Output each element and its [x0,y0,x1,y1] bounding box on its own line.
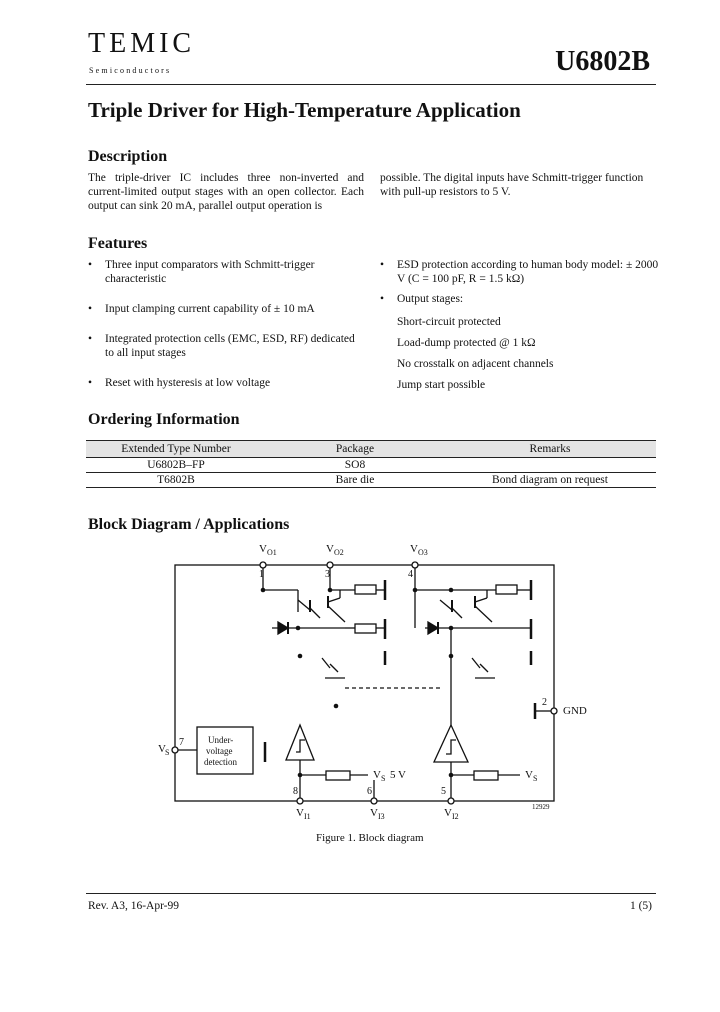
feature-item: •Output stages: [380,293,464,305]
svg-text:5: 5 [441,786,446,797]
features-heading: Features [88,235,148,252]
svg-text:Under-: Under- [208,735,233,745]
svg-text:V: V [296,807,304,819]
table-header-row: Extended Type Number Package Remarks [86,440,656,458]
svg-text:4: 4 [408,569,413,580]
svg-text:detection: detection [204,757,237,767]
svg-text:I3: I3 [378,812,385,821]
description-right: possible. The digital inputs have Schmit… [380,172,644,198]
svg-text:8: 8 [293,786,298,797]
figure-caption: Figure 1. Block diagram [316,832,424,844]
bullet-icon: • [88,377,93,389]
svg-text:V: V [444,807,452,819]
svg-text:S: S [533,774,537,783]
svg-text:S: S [381,774,385,783]
svg-text:3: 3 [325,569,330,580]
column-header: Package [266,440,444,458]
svg-text:V: V [158,743,166,755]
table-cell [444,457,656,473]
svg-text:V: V [326,543,334,555]
ic-outline [174,564,555,802]
output-stage-item: No crosstalk on adjacent channels [397,358,554,370]
pin-circles [171,561,558,805]
table-row: T6802B Bare die Bond diagram on request [86,472,656,488]
company-logo: TEMIC [88,28,196,59]
table-cell: Bond diagram on request [444,472,656,488]
table-row: U6802B–FP SO8 [86,457,656,473]
svg-text:1: 1 [259,569,264,580]
table-cell: Bare die [266,472,444,488]
svg-text:I1: I1 [304,812,311,821]
part-number: U6802B [555,46,650,77]
svg-text:voltage: voltage [206,746,233,756]
description-left: The triple-driver IC includes three non-… [88,172,364,212]
right-output-stages [414,568,533,725]
block-diagram-heading: Block Diagram / Applications [88,516,290,533]
description-heading: Description [88,148,168,165]
feature-item: •Integrated protection cells (EMC, ESD, … [88,333,355,359]
feature-item: •Input clamping current capability of ± … [88,303,315,315]
table-cell: T6802B [86,472,266,488]
svg-text:6: 6 [367,786,372,797]
header-rule [86,84,656,85]
svg-text:O3: O3 [418,548,428,557]
table-cell: U6802B–FP [86,457,266,473]
column-header: Remarks [444,440,656,458]
feature-item: •Reset with hysteresis at low voltage [88,377,271,389]
feature-item: •ESD protection according to human body … [380,259,659,285]
page-title: Triple Driver for High-Temperature Appli… [88,98,521,122]
revision-info: Rev. A3, 16-Apr-99 [88,900,180,912]
svg-text:V: V [525,769,533,781]
ordering-table: Extended Type Number Package Remarks U68… [86,440,656,488]
output-stage-item: Short-circuit protected [397,316,501,328]
bullet-icon: • [380,259,385,271]
features-left-list: •Three input comparators with Schmitt-tr… [88,258,358,390]
feature-item: •Three input comparators with Schmitt-tr… [88,259,315,285]
bullet-icon: • [88,333,93,345]
schmitt-trigger-left [285,723,368,798]
svg-text:5 V: 5 V [390,769,406,781]
table-cell: SO8 [266,457,444,473]
output-stage-item: Jump start possible [397,379,486,391]
page-number: 1 (5) [629,900,652,912]
bullet-icon: • [88,303,93,315]
svg-text:V: V [410,543,418,555]
svg-text:2: 2 [542,697,547,708]
junction-dots [260,587,454,778]
svg-text:V: V [373,769,381,781]
column-header: Extended Type Number [86,440,266,458]
ordering-heading: Ordering Information [88,411,240,428]
svg-text:S: S [165,748,169,757]
footer-rule [86,893,656,894]
bullet-icon: • [88,259,93,271]
left-output-stages [262,568,387,679]
output-stage-item: Load-dump protected @ 1 kΩ [397,337,536,349]
svg-text:7: 7 [179,737,184,748]
bullet-icon: • [380,293,385,305]
company-logo-subtitle: Semiconductors [89,66,172,75]
svg-text:GND: GND [563,705,587,717]
svg-text:V: V [259,543,267,555]
svg-text:O2: O2 [334,548,344,557]
schmitt-trigger-right [432,723,520,798]
svg-text:I2: I2 [452,812,459,821]
svg-text:V: V [370,807,378,819]
svg-text:O1: O1 [267,548,277,557]
features-right-list: •ESD protection according to human body … [380,258,660,396]
svg-text:12929: 12929 [532,803,550,811]
